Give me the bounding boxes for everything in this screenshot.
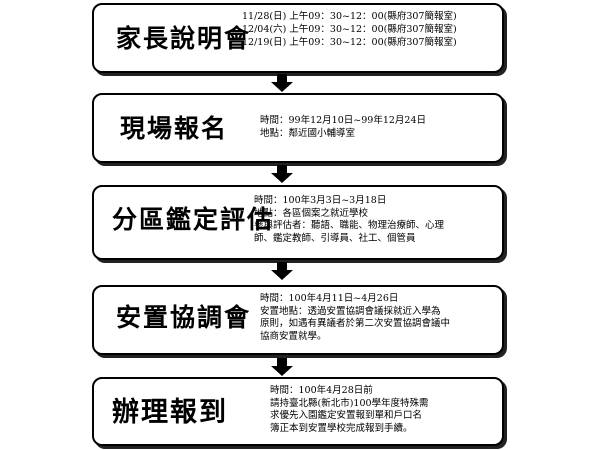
step-line: 原則，如遇有異議者於第二次安置協調會議中 bbox=[260, 318, 451, 329]
down-arrow-icon bbox=[271, 262, 293, 280]
step-box-4: 安置協調會 時間：100年4月11日~4月26日 安置地點：透過安置協調會議採就… bbox=[92, 285, 504, 355]
step-details-2: 時間：99年12月10日~99年12月24日 地點：鄰近國小輔導室 bbox=[260, 115, 426, 140]
step-details-5: 時間：100年4月28日前 請持臺北縣(新北市)100學年度特殊需 求優先入園鑑… bbox=[270, 385, 429, 435]
step-title-5: 辦理報到 bbox=[112, 397, 228, 428]
step-line: 時間：100年4月11日~4月26日 bbox=[260, 293, 399, 304]
step-line: 請持臺北縣(新北市)100學年度特殊需 bbox=[270, 397, 429, 409]
step-line: 時間：100年4月28日前 bbox=[270, 385, 373, 396]
step-line: 求優先入園鑑定安置報到單和戶口名 bbox=[270, 410, 423, 421]
step-line: 協商安置就學。 bbox=[260, 330, 327, 342]
step-details-3: 時間：100年3月3日~3月18日 地點：各區個案之就近學校 參與評估者：聽語、… bbox=[254, 195, 444, 245]
down-arrow-icon bbox=[271, 358, 293, 376]
down-arrow-icon bbox=[271, 74, 293, 92]
step-line: 師、鑑定教師、引導員、社工、個管員 bbox=[254, 232, 416, 244]
step-title-4: 安置協調會 bbox=[116, 303, 252, 332]
step-line: 11/28(日) 上午09：30~12：00(縣府307簡報室) bbox=[242, 11, 457, 22]
step-title-3: 分區鑑定評估 bbox=[112, 205, 275, 234]
step-box-3: 分區鑑定評估 時間：100年3月3日~3月18日 地點：各區個案之就近學校 參與… bbox=[92, 185, 504, 260]
step-title-2: 現場報名 bbox=[120, 114, 229, 143]
step-line: 參與評估者：聽語、職能、物理治療師、心理 bbox=[254, 220, 445, 231]
step-details-1: 11/28(日) 上午09：30~12：00(縣府307簡報室) 12/04(六… bbox=[242, 10, 457, 49]
step-title-1: 家長說明會 bbox=[116, 24, 252, 53]
step-line: 時間：100年3月3日~3月18日 bbox=[254, 195, 387, 206]
step-line: 安置地點：透過安置協調會議採就近入學為 bbox=[260, 305, 441, 317]
step-line: 簿正本到安置學校完成報到手續。 bbox=[270, 422, 413, 434]
step-line: 12/19(日) 上午09：30~12：00(縣府307簡報室) bbox=[242, 37, 457, 48]
step-line: 地點：各區個案之就近學校 bbox=[254, 207, 369, 219]
step-box-5: 辦理報到 時間：100年4月28日前 請持臺北縣(新北市)100學年度特殊需 求… bbox=[92, 377, 504, 446]
step-line: 地點：鄰近國小輔導室 bbox=[260, 127, 356, 139]
step-line: 時間：99年12月10日~99年12月24日 bbox=[260, 115, 426, 126]
down-arrow-icon bbox=[271, 165, 293, 183]
step-details-4: 時間：100年4月11日~4月26日 安置地點：透過安置協調會議採就近入學為 原… bbox=[260, 293, 450, 343]
step-box-2: 現場報名 時間：99年12月10日~99年12月24日 地點：鄰近國小輔導室 bbox=[92, 93, 504, 163]
step-line: 12/04(六) 上午09：30~12：00(縣府307簡報室) bbox=[242, 24, 457, 35]
step-box-1: 家長說明會 11/28(日) 上午09：30~12：00(縣府307簡報室) 1… bbox=[92, 3, 504, 73]
